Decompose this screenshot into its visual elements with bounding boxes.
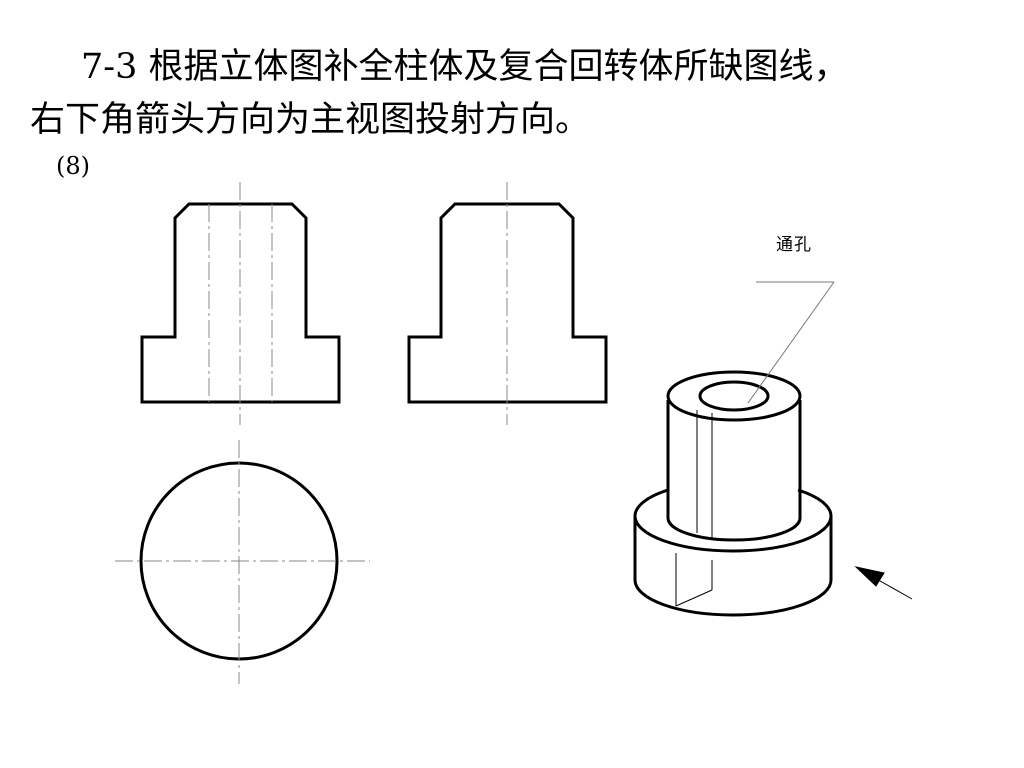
iso-base-top-back-left: [633, 488, 669, 517]
iso-upper-top-ellipse: [666, 370, 802, 422]
iso-hole-ellipse: [698, 380, 770, 412]
arrow-head-icon: [854, 566, 885, 587]
isometric-view: [633, 370, 833, 617]
front-view-outline: [140, 202, 341, 404]
iso-upper-bottom-edge: [666, 517, 802, 542]
iso-base-top-front-edge: [633, 515, 833, 553]
top-view: [115, 440, 370, 684]
iso-base-top-back-right: [797, 488, 833, 517]
side-view: [407, 182, 608, 425]
through-hole-label: 通孔: [776, 235, 812, 255]
title-line-2: 右下角箭头方向为主视图投射方向。: [30, 100, 591, 140]
projection-arrow: [854, 566, 913, 600]
leader-diagonal: [747, 281, 835, 404]
side-view-outline: [407, 202, 608, 404]
iso-hole-diag: [675, 589, 713, 607]
title-line-1: 7-3 根据立体图补全柱体及复合回转体所缺图线，: [81, 47, 849, 87]
problem-number: (8): [56, 152, 90, 180]
callout-leader: [747, 281, 835, 404]
front-view: [140, 182, 341, 425]
iso-base-bottom-edge: [633, 516, 833, 617]
